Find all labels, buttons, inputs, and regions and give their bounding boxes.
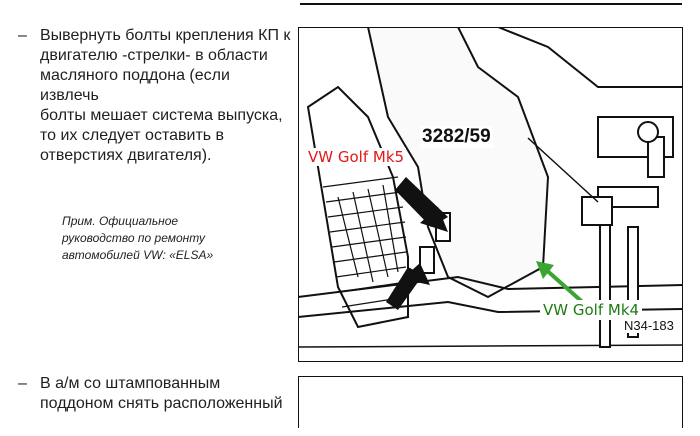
- instruction-text: Вывернуть болты крепления КП к двигателю…: [40, 27, 291, 164]
- instruction-text: В а/м со штампованным поддоном снять рас…: [40, 375, 283, 412]
- top-rule: [300, 3, 682, 5]
- instruction-item-pan: – В а/м со штампованным поддоном снять р…: [18, 374, 293, 418]
- next-illustration: [297, 375, 684, 436]
- bullet-dash: –: [18, 27, 27, 44]
- gearbox-illustration: [297, 26, 684, 363]
- next-illustration-frame: [297, 375, 684, 436]
- label-golf-mk4: VW Golf Mk4: [540, 300, 643, 320]
- label-golf-mk5: VW Golf Mk5: [306, 148, 407, 166]
- bullet-dash: –: [18, 375, 27, 392]
- illustration-drawing: [297, 26, 684, 363]
- instruction-item-bolts: – Вывернуть болты крепления КП к двигате…: [18, 26, 293, 164]
- figure-code: N34-183: [622, 318, 676, 333]
- tool-part-number: 3282/59: [420, 126, 493, 148]
- source-note: Прим. Официальное руководство по ремонту…: [62, 214, 214, 262]
